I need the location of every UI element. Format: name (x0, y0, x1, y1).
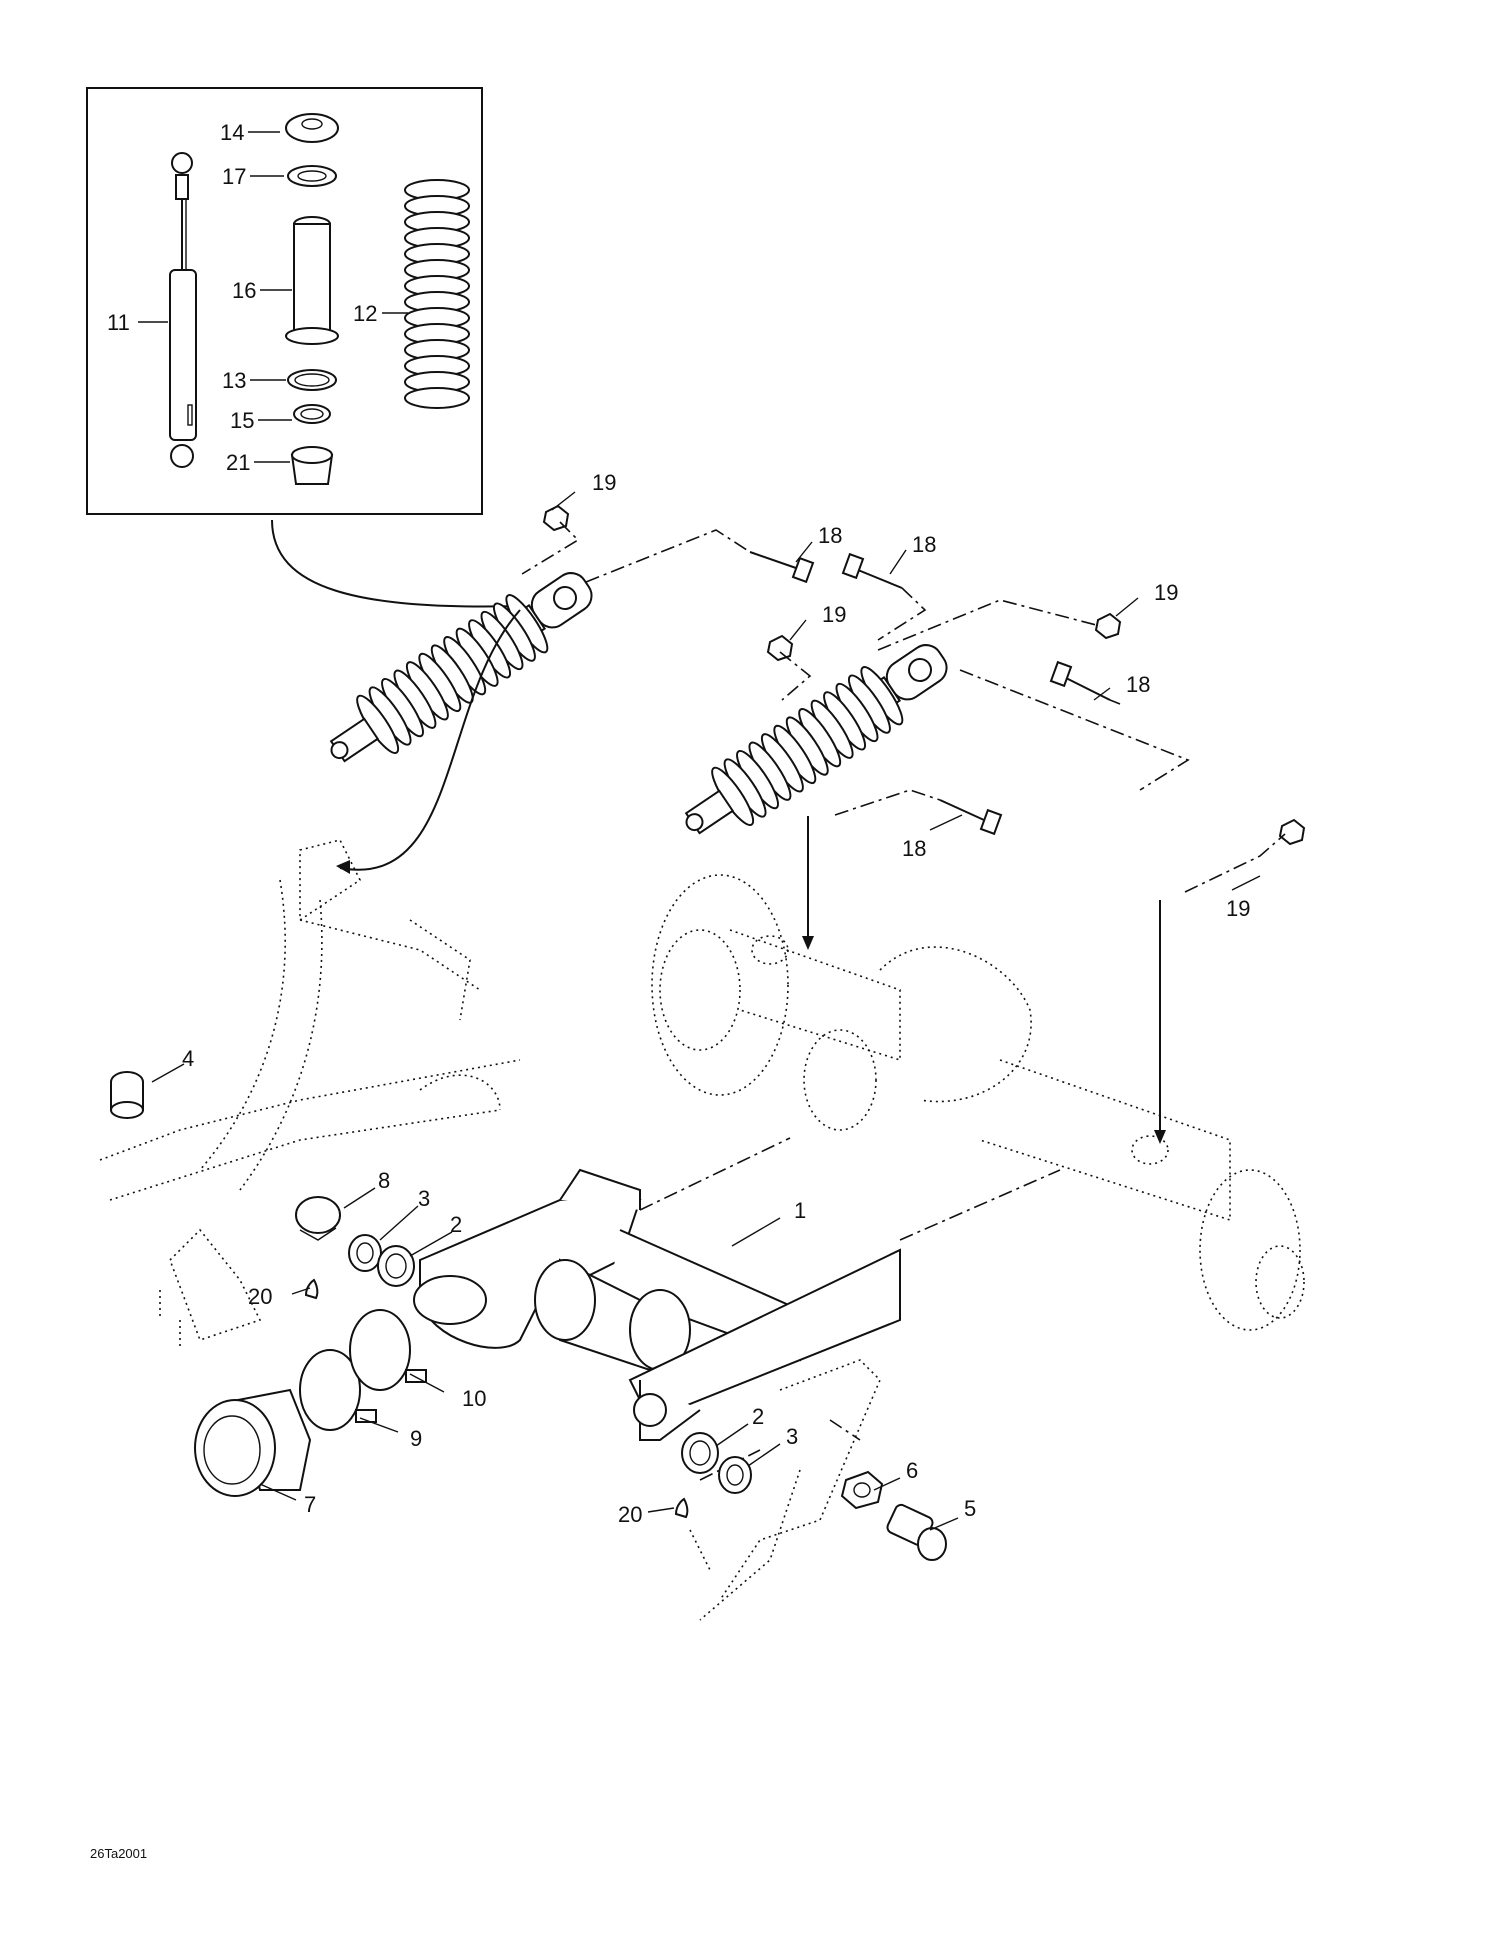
grease-drop-icon (304, 1278, 319, 1300)
washer-part (287, 165, 337, 187)
clamp-part (299, 1349, 361, 1431)
callout-3: 3 (786, 1424, 798, 1449)
drawing-code: 26Ta2001 (90, 1846, 147, 1861)
pivot-nut-part (840, 1470, 884, 1510)
callout-15: 15 (230, 408, 254, 433)
callout-11: 11 (107, 310, 130, 335)
callout-10: 10 (462, 1386, 486, 1411)
bearing-part (295, 1196, 752, 1494)
swing-arm-part (413, 1168, 901, 1441)
callout-1: 1 (794, 1198, 806, 1223)
callout-8: 8 (378, 1168, 390, 1193)
coil-spring-part (404, 179, 470, 409)
callout-7: 7 (304, 1492, 316, 1517)
callout-2: 2 (752, 1404, 764, 1429)
rear-axle (651, 874, 1305, 1331)
cap-part (285, 113, 339, 143)
callout-2: 2 (450, 1212, 462, 1237)
callout-19: 19 (1154, 580, 1178, 605)
bolt-icon (749, 551, 1111, 836)
shock-absorber-left (329, 572, 593, 763)
callout-17: 17 (222, 164, 246, 189)
callout-9: 9 (410, 1426, 422, 1451)
grease-drop-icon (674, 1497, 689, 1519)
clamp-part (349, 1309, 411, 1391)
pivot-bolt-part (886, 1503, 947, 1561)
assembly-line (521, 521, 1286, 1481)
callouts: 14 17 16 12 11 13 15 21 19 18 18 19 19 1… (107, 120, 1250, 1527)
callout-14: 14 (220, 120, 244, 145)
callout-3: 3 (418, 1186, 430, 1211)
leader-line (138, 131, 1261, 1531)
collar-part (293, 404, 331, 424)
callout-19: 19 (822, 602, 846, 627)
callout-19: 19 (592, 470, 616, 495)
callout-16: 16 (232, 278, 256, 303)
callout-4: 4 (182, 1046, 194, 1071)
coil-turn (404, 387, 470, 409)
callout-18: 18 (1126, 672, 1150, 697)
callout-13: 13 (222, 368, 246, 393)
callout-21: 21 (226, 450, 250, 475)
callout-19: 19 (1226, 896, 1250, 921)
nut-icon (542, 504, 1306, 846)
callout-18: 18 (818, 523, 842, 548)
shock-components-inset (86, 87, 483, 515)
ring-part (287, 369, 337, 391)
callout-18: 18 (912, 532, 936, 557)
bushing-part (110, 1071, 144, 1119)
callout-5: 5 (964, 1496, 976, 1521)
boot-part (194, 1388, 312, 1497)
callout-6: 6 (906, 1458, 918, 1483)
callout-12: 12 (353, 301, 377, 326)
callout-20: 20 (248, 1284, 272, 1309)
shock-absorber-right (684, 644, 948, 835)
pointer-arrow (271, 519, 521, 608)
callout-20: 20 (618, 1502, 642, 1527)
callout-18: 18 (902, 836, 926, 861)
bump-stop-part (285, 216, 339, 345)
frame (99, 839, 881, 1621)
damper-body-part (169, 152, 197, 468)
